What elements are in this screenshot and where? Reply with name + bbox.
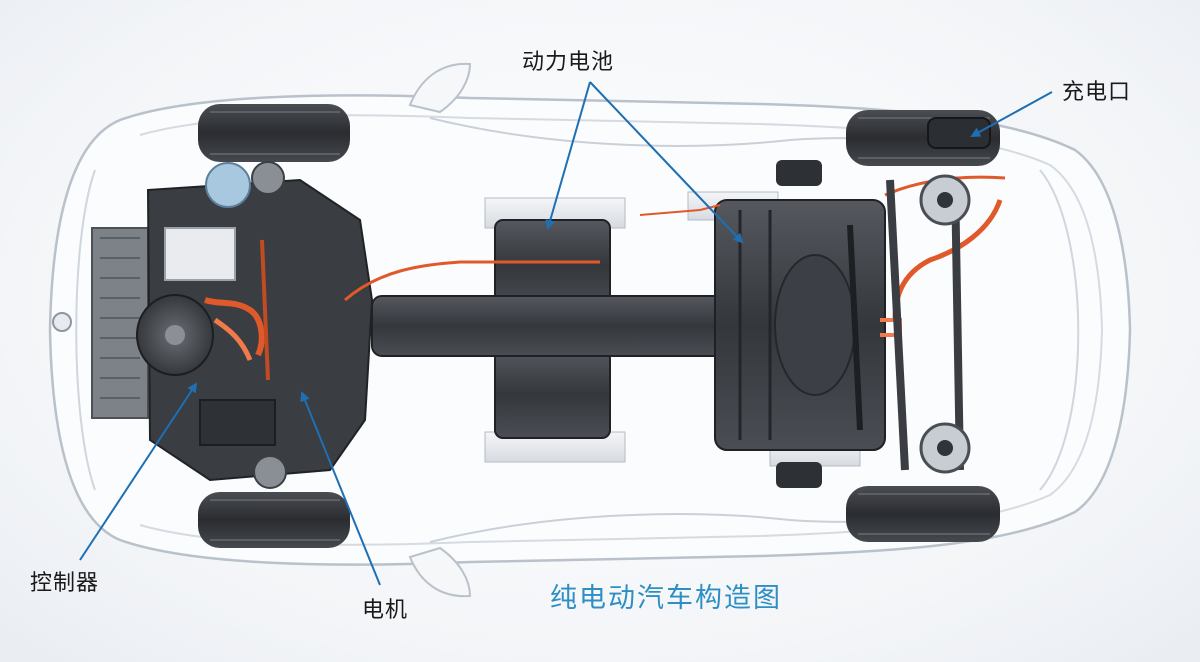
motor-callout-line (300, 391, 381, 586)
battery-label: 动力电池 (522, 50, 615, 75)
front-drive-unit (91, 161, 374, 489)
battery-callout-line-right (589, 81, 744, 244)
battery-callout-line-left (545, 81, 591, 230)
charge-port (927, 117, 991, 149)
callout-lines (79, 81, 1053, 586)
diagram-caption: 纯电动汽车构造图 (550, 583, 782, 614)
battery-pack (371, 199, 886, 451)
charge-port-callout-line (970, 91, 1053, 137)
front-left-tire (198, 104, 350, 162)
rear-suspension (776, 160, 971, 488)
controller-label: 控制器 (30, 571, 100, 596)
controller-callout-line (79, 382, 198, 561)
front-right-tire (198, 492, 350, 548)
charge-port-label: 充电口 (1062, 80, 1132, 105)
rear-right-tire (846, 486, 1000, 542)
motor-label: 电机 (362, 598, 409, 623)
